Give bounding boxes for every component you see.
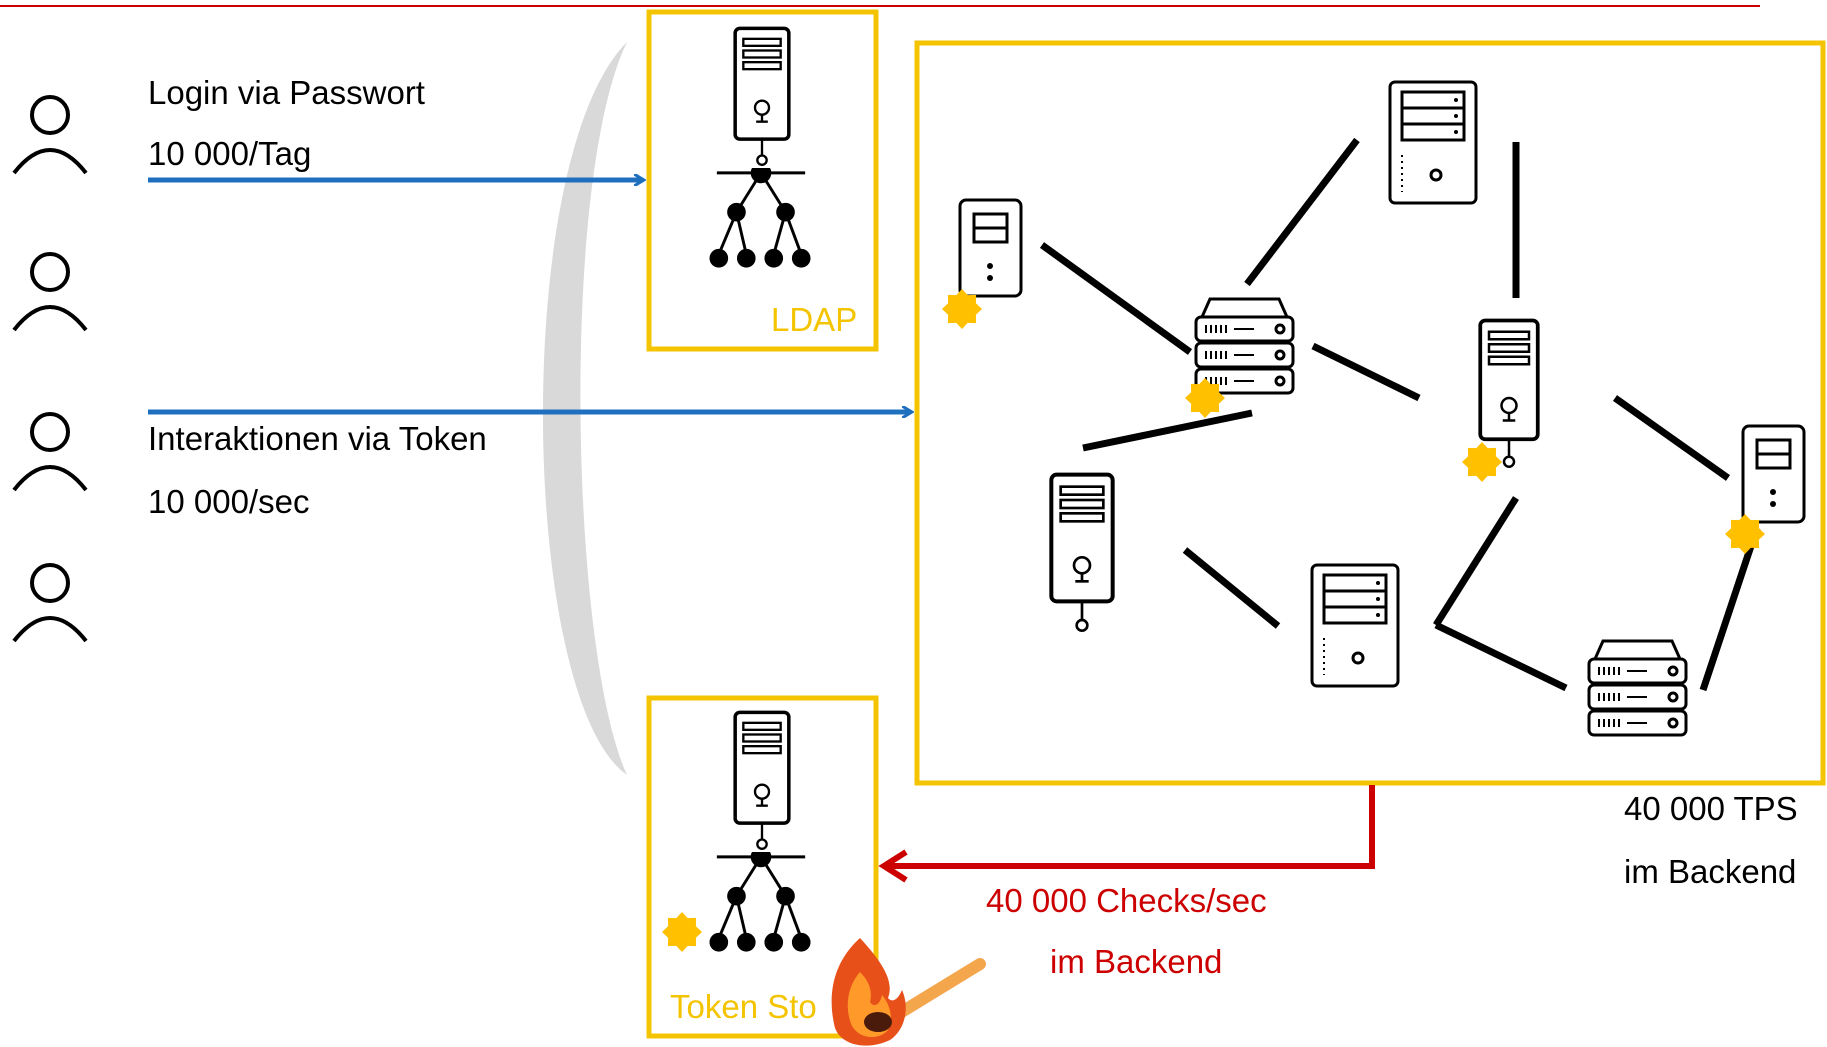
server-rack-icon <box>1587 639 1688 737</box>
ldap-label: LDAP <box>771 301 858 338</box>
server-tower-icon <box>1741 424 1806 524</box>
backend-box <box>914 40 1826 786</box>
star-badge-icon <box>942 289 982 329</box>
interaction-label: Interaktionen via Token <box>148 420 487 457</box>
checks-arrowhead <box>878 849 908 883</box>
ldap-box <box>646 9 879 352</box>
server-tower-icon <box>958 198 1023 298</box>
user-icon <box>12 95 88 175</box>
checks-label: 40 000 Checks/sec <box>986 882 1267 919</box>
interaction-rate-label: 10 000/sec <box>148 483 310 520</box>
star-badge-icon <box>1725 514 1765 554</box>
star-badge-icon <box>1185 378 1225 418</box>
server-tower-icon <box>735 28 789 165</box>
server-tower-icon <box>735 712 789 849</box>
token-store-box <box>646 695 879 1039</box>
login-rate-label: 10 000/Tag <box>148 135 312 172</box>
login-label: Login via Passwort <box>148 74 425 111</box>
user-icon <box>12 412 88 492</box>
server-tower-icon <box>1051 475 1112 631</box>
star-badge-icon <box>662 912 702 952</box>
checks-backend-label: im Backend <box>1050 943 1223 980</box>
backend-connections <box>1039 137 1761 692</box>
network-tree-icon <box>709 168 811 268</box>
server-rack-icon <box>1194 297 1295 395</box>
burning-match-icon <box>831 938 986 1046</box>
checks-arrow <box>888 785 1375 869</box>
user-icon <box>12 252 88 332</box>
token-store-label: Token Sto <box>670 988 817 1025</box>
tps-label: 40 000 TPS <box>1624 790 1798 827</box>
network-tree-icon <box>709 852 811 952</box>
server-tower-icon <box>1310 563 1400 688</box>
tps-backend-label: im Backend <box>1624 853 1797 890</box>
server-tower-icon <box>1480 321 1538 467</box>
server-tower-icon <box>1388 80 1478 205</box>
gateway-arc <box>542 42 627 775</box>
star-badge-icon <box>1462 442 1502 482</box>
user-icon <box>12 563 88 643</box>
